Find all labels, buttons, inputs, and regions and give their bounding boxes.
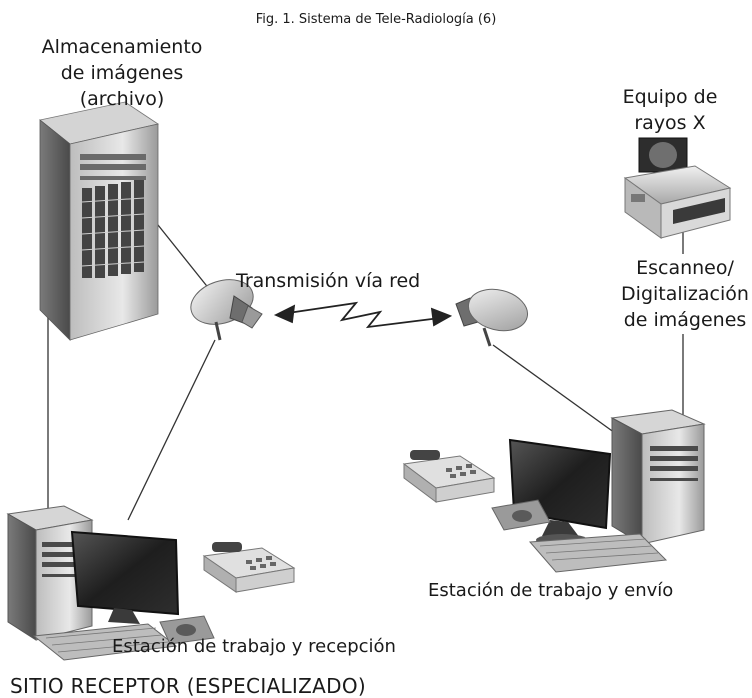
line-dish-right-to-sending [492,344,616,434]
network-zigzag [287,301,441,329]
sending-station-label: Estación de trabajo y envío [428,580,674,601]
figure-caption: Fig. 1. Sistema de Tele-Radiología (6) [255,12,497,27]
satellite-dish-left [190,279,263,341]
storage-label-line2: de imágenes [60,62,184,84]
satellite-dish-right [455,288,529,347]
network-label: Transmisión vía red [236,270,421,292]
scan-label-line2: Digitalización [621,283,749,305]
xray-label: Equipo de rayos X [600,84,740,136]
xray-label-line1: Equipo de [622,86,718,108]
storage-label: Almacenamiento de imágenes (archivo) [22,34,222,112]
line-storage-to-dish-left [149,214,211,291]
arrowhead-right [430,307,453,327]
storage-server [39,101,159,341]
scan-label-line1: Escanneo/ [636,257,734,279]
line-dish-left-to-receiving [127,339,216,521]
xray-equipment [623,137,732,239]
receiving-station-label: Estación de trabajo y recepción [112,636,396,657]
arrowhead-left [273,304,296,324]
site-label: SITIO RECEPTOR (ESPECIALIZADO) [10,674,366,698]
scan-label-line3: de imágenes [623,309,747,331]
storage-label-line3: (archivo) [79,88,165,110]
storage-label-line1: Almacenamiento [41,36,203,58]
receiving-workstation [6,505,296,661]
sending-workstation [402,409,706,573]
xray-label-line2: rayos X [634,112,706,134]
scan-label: Escanneo/ Digitalización de imágenes [610,255,752,333]
network-link [273,301,453,329]
